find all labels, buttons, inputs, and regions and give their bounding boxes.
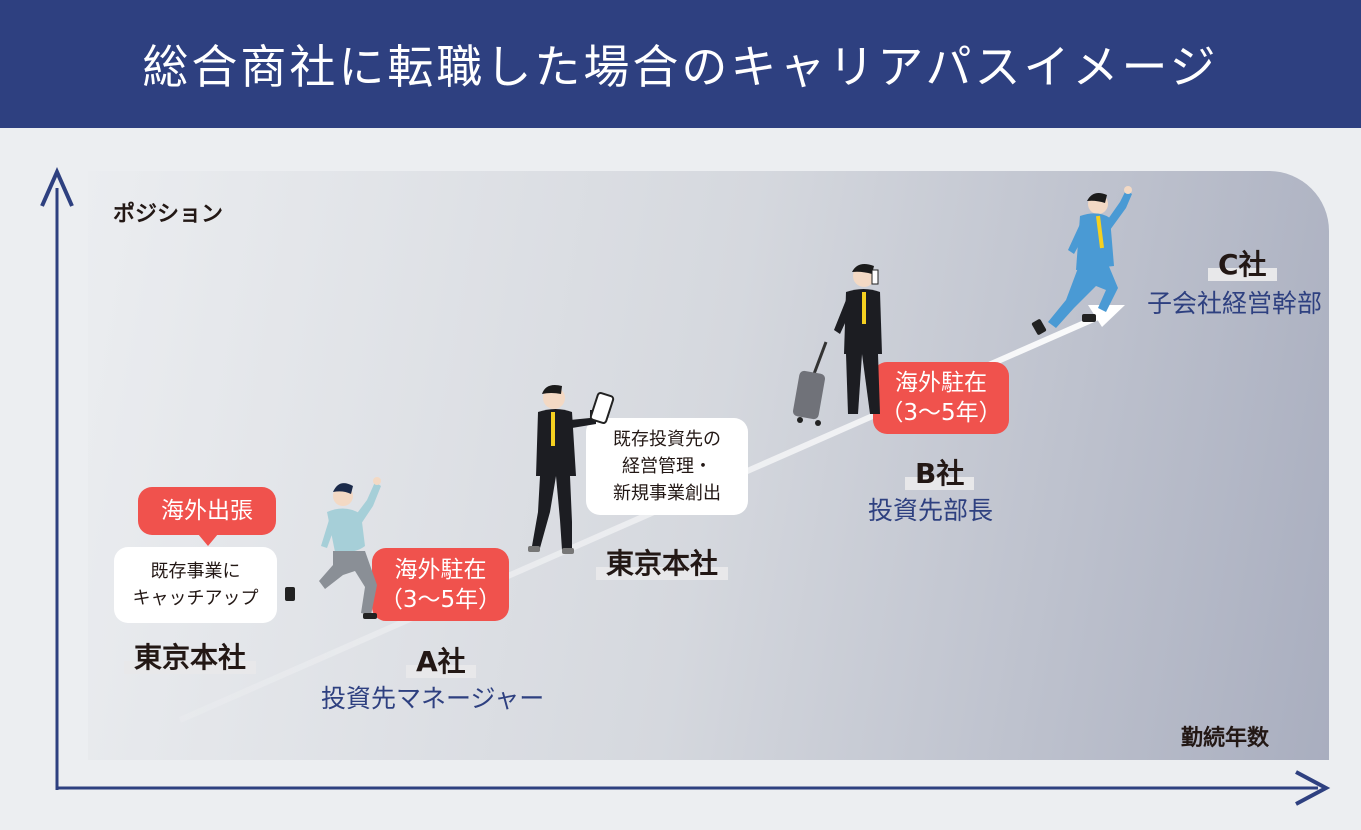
note-line: 既存投資先の <box>613 429 721 450</box>
badge-text: 海外駐在 <box>895 370 987 396</box>
y-axis-label: ポジション <box>113 202 224 227</box>
note-bubble-stage3: 既存投資先の 経営管理・ 新規事業創出 <box>586 418 748 515</box>
badge-text: 海外駐在 <box>394 556 487 583</box>
note-line: 既存事業に <box>150 561 241 582</box>
note-bubble-stage1: 既存事業に キャッチアップ <box>114 547 277 623</box>
badge-overseas-a: 海外駐在 （3〜5年） <box>372 548 509 621</box>
x-axis-label: 勤続年数 <box>1181 726 1270 751</box>
businessman-tablet-icon <box>528 385 615 554</box>
role-label-c: 子会社経営幹部 <box>1147 289 1323 318</box>
company-label-c: C社 <box>1208 243 1277 283</box>
note-line: 経営管理・ <box>622 456 712 477</box>
businessman-running-icon <box>285 477 381 619</box>
businessman-leaping-icon <box>1031 186 1132 335</box>
badge-text: （3〜5年） <box>379 586 502 613</box>
note-line: 新規事業創出 <box>613 483 721 504</box>
note-line: キャッチアップ <box>132 588 259 609</box>
career-path-arrowhead <box>1088 305 1125 327</box>
company-label-b: B社 <box>905 452 975 492</box>
badge-text: 海外出張 <box>161 498 253 524</box>
company-label-tokyo-1: 東京本社 <box>124 636 257 676</box>
company-label-a: A社 <box>406 640 476 680</box>
businessman-suitcase-phone-icon <box>792 264 882 426</box>
company-label-tokyo-2: 東京本社 <box>596 542 729 582</box>
title-banner: 総合商社に転職した場合のキャリアパスイメージ <box>0 0 1361 128</box>
badge-text: （3〜5年） <box>880 400 1002 426</box>
page-title: 総合商社に転職した場合のキャリアパスイメージ <box>142 40 1219 94</box>
role-label-a: 投資先マネージャー <box>321 684 545 713</box>
x-axis-arrowhead <box>1295 770 1331 806</box>
role-label-b: 投資先部長 <box>868 496 994 525</box>
badge-business-trip: 海外出張 <box>138 487 276 535</box>
badge-overseas-b: 海外駐在 （3〜5年） <box>873 362 1009 434</box>
y-axis-arrowhead <box>40 167 74 207</box>
